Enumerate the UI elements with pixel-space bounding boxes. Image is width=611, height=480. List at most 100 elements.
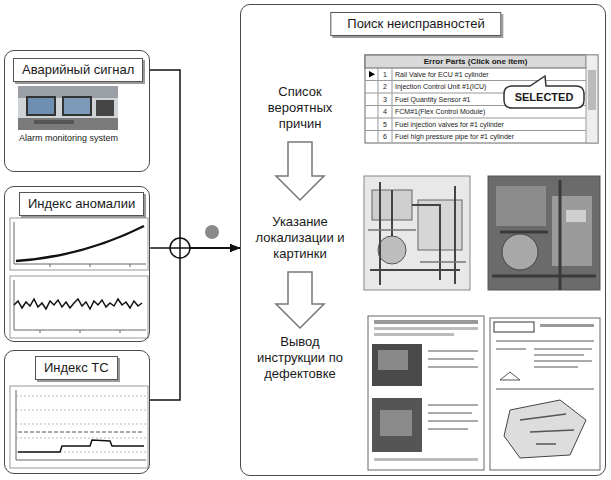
instruction-document	[368, 316, 484, 470]
parts-table	[588, 70, 596, 110]
instruction-document	[496, 348, 526, 350]
parts-table	[365, 130, 586, 131]
table-cell: Fuel injection valves for #1 cylinder	[395, 121, 585, 129]
input-panel: Аварийный сигналAlarm monitoring system	[4, 50, 150, 172]
instruction-document	[490, 318, 600, 470]
panel-label: Индекс аномалии	[19, 192, 144, 216]
instruction-document	[378, 350, 408, 370]
panel-title: Поиск неисправностей	[330, 12, 501, 36]
step-text: Вывод инструкции по дефектовке	[246, 334, 354, 382]
table-header: Error Parts (Click one item)	[365, 57, 586, 67]
tc-chart	[16, 438, 146, 439]
parts-table	[586, 55, 598, 143]
parts-table	[365, 55, 598, 143]
photo-caption: Alarm monitoring system	[19, 133, 118, 144]
engine-drawing	[368, 230, 466, 262]
trend-chart	[10, 218, 148, 270]
engine-drawing	[378, 236, 406, 264]
panel-label: Аварийный сигнал	[13, 58, 143, 82]
instruction-document	[374, 327, 478, 330]
monitor-photo	[96, 100, 114, 116]
engine-drawing	[364, 176, 470, 290]
instruction-document	[374, 458, 478, 461]
instruction-document	[428, 420, 478, 422]
engine-photo	[496, 186, 546, 226]
input-panel: Индекс ТС	[4, 350, 150, 474]
instruction-document	[534, 360, 592, 362]
summing-junction	[170, 238, 190, 258]
instruction-document	[540, 324, 594, 327]
trend-chart	[50, 264, 51, 267]
instruction-document	[374, 320, 478, 324]
table-cell: FCM#1(Flex Control Module)	[395, 108, 585, 116]
noise-chart	[14, 299, 142, 309]
summing-junction	[170, 238, 190, 258]
instruction-document	[496, 340, 594, 342]
trend-chart	[10, 218, 148, 270]
row-number: 1	[378, 71, 392, 79]
tc-chart	[10, 386, 148, 468]
trend-chart	[130, 264, 131, 267]
connector	[150, 248, 240, 400]
parts-table	[365, 55, 586, 68]
tc-chart	[18, 440, 144, 452]
row-number: 6	[378, 133, 392, 141]
flow-arrow	[276, 272, 324, 328]
callout-text: SELECTED	[504, 90, 584, 104]
trend-chart	[16, 226, 144, 261]
tc-chart	[10, 386, 148, 468]
input-panel: Индекс аномалии	[4, 186, 150, 342]
tc-chart	[18, 432, 144, 433]
row-number: 2	[378, 83, 392, 91]
instruction-document	[374, 333, 454, 336]
instruction-document	[428, 428, 468, 430]
noise-chart	[40, 330, 41, 333]
instruction-document	[428, 412, 472, 414]
noise-chart	[10, 276, 148, 338]
instruction-document	[534, 366, 578, 368]
trend-chart	[90, 264, 91, 267]
noise-chart	[120, 330, 121, 333]
table-cell: Fuel high pressure pipe for #1 cylinder	[395, 133, 585, 141]
noise-chart	[80, 330, 81, 333]
summing-junction	[179, 238, 181, 258]
monitor-photo	[28, 98, 54, 114]
engine-photo	[492, 180, 596, 290]
instruction-document	[534, 354, 584, 356]
row-number: 5	[378, 121, 392, 129]
engine-drawing	[364, 176, 470, 290]
parts-table	[378, 68, 379, 143]
monitor-photo	[26, 96, 56, 116]
row-number: 3	[378, 96, 392, 104]
monitor-photo	[64, 98, 90, 114]
instruction-document	[428, 404, 478, 406]
instruction-document	[428, 350, 478, 352]
monitor-photo	[18, 118, 118, 130]
trend-chart	[14, 264, 146, 265]
engine-photo	[566, 210, 586, 222]
instruction-document	[368, 316, 484, 470]
instruction-document	[500, 372, 520, 380]
instruction-document	[520, 414, 574, 444]
grey-dot	[205, 225, 219, 239]
instruction-document	[490, 318, 600, 470]
instruction-document	[504, 400, 586, 458]
parts-table	[369, 71, 375, 78]
instruction-document	[372, 398, 422, 452]
tc-chart	[16, 396, 146, 397]
monitor-photo	[18, 86, 118, 130]
instruction-document	[428, 366, 478, 368]
tc-chart	[16, 424, 146, 425]
tc-chart	[16, 460, 146, 461]
tc-chart	[16, 410, 146, 411]
engine-photo	[488, 176, 600, 290]
row-number: 4	[378, 108, 392, 116]
step-text: Указание локализации и картинки	[246, 214, 354, 262]
parts-table	[365, 55, 598, 143]
instruction-document	[496, 388, 594, 390]
flow-arrow	[276, 142, 324, 200]
table-cell: Injection Control Unit #1(ICU)	[395, 83, 585, 91]
engine-photo	[488, 176, 600, 290]
instruction-document	[534, 348, 592, 350]
table-cell: Rail Valve for ECU #1 cylinder	[395, 71, 585, 79]
